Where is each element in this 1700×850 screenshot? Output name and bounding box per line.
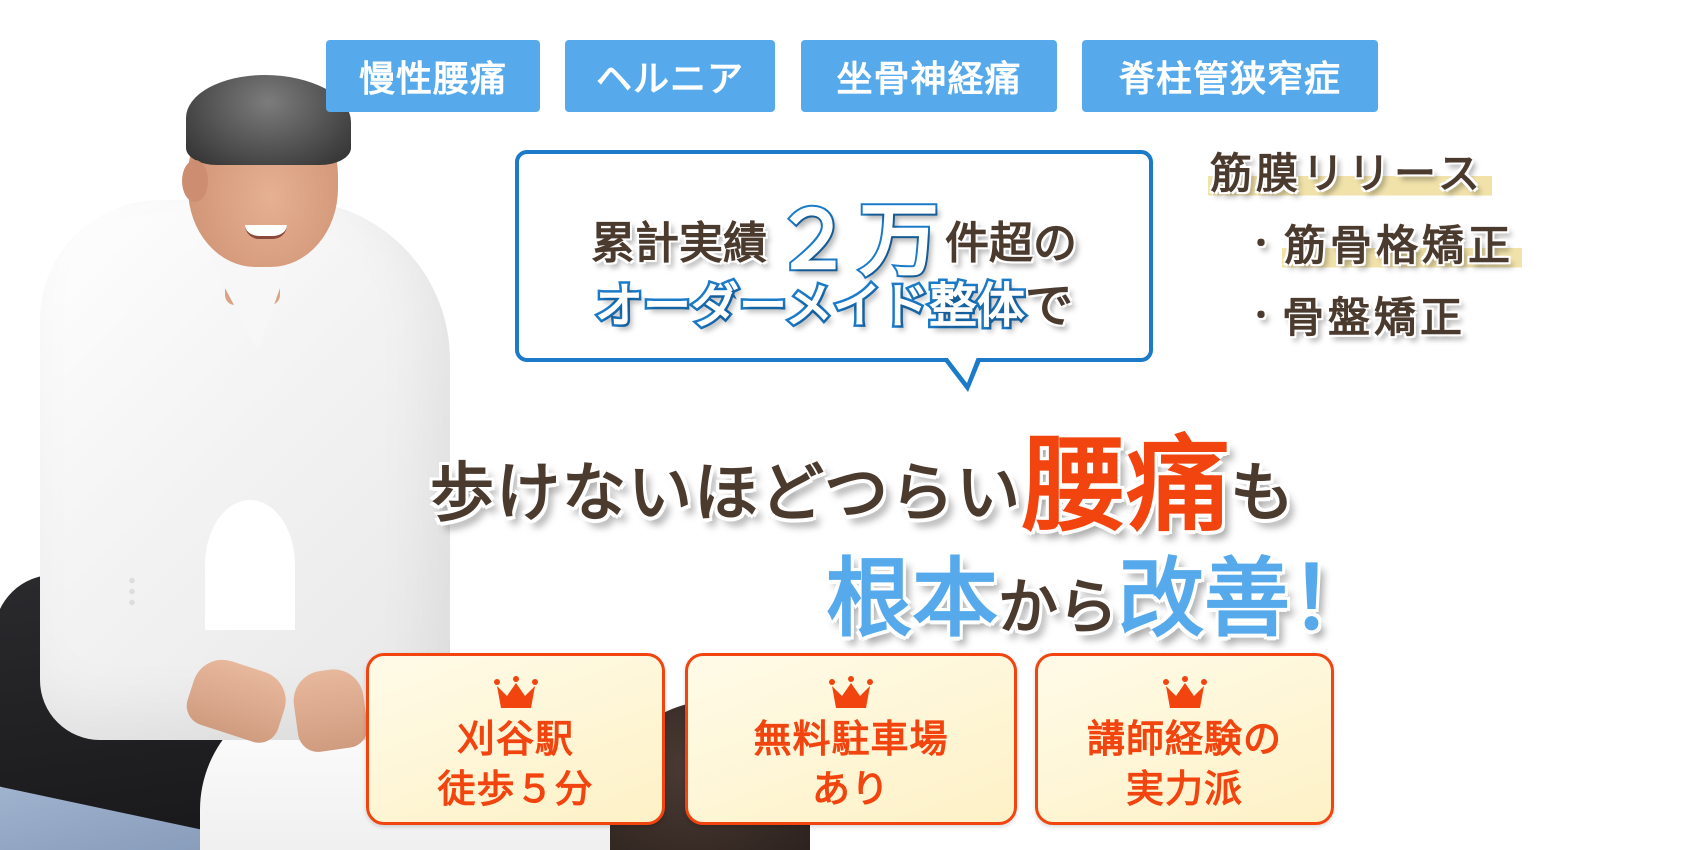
coat-buttons [128, 575, 136, 609]
method-label: 筋骨格矯正 [1282, 221, 1523, 270]
bubble-number: ２ [771, 192, 855, 289]
crown-icon [493, 676, 538, 708]
feature-card-instructor: 講師経験の 実力派 [1035, 653, 1334, 825]
practitioner-ear [182, 160, 208, 202]
tag-chronic-back-pain[interactable]: 慢性腰痛 [326, 40, 540, 112]
headline-suffix: も [1230, 457, 1297, 531]
feature-cards: 刈谷駅 徒歩５分 無料駐車場 あり 講師経験の 実力派 [0, 653, 1700, 825]
method-label: 骨盤矯正 [1282, 293, 1467, 342]
method-pelvic: ・骨盤矯正 [1208, 284, 1568, 356]
method-musculoskeletal: ・筋骨格矯正 [1208, 212, 1568, 284]
practitioner-smile [245, 225, 287, 239]
feature-line-1: 刈谷駅 [456, 717, 574, 761]
tag-hernia[interactable]: ヘルニア [565, 40, 775, 112]
method-label: 筋膜リリース [1208, 149, 1492, 198]
bubble-prefix: 累計実績 [591, 218, 767, 269]
tag-sciatica[interactable]: 坐骨神経痛 [801, 40, 1057, 112]
bubble-line-1: 累計実績２万件超の [519, 176, 1149, 292]
feature-card-parking: 無料駐車場 あり [685, 653, 1017, 825]
feature-line-1: 講師経験の [1086, 717, 1282, 761]
achievement-bubble: 累計実績２万件超の オーダーメイド整体で [515, 150, 1153, 362]
bubble-highlight: オーダーメイド整体 [592, 276, 1027, 337]
feature-line-2: 徒歩５分 [437, 767, 594, 811]
headline-improve: 改善！ [1118, 549, 1376, 649]
bubble-line-2: オーダーメイド整体で [519, 266, 1149, 337]
feature-line-2: あり [811, 767, 890, 811]
headline-highlight: 腰痛 [1022, 424, 1231, 546]
method-fascia-release: 筋膜リリース [1208, 140, 1568, 212]
method-list: 筋膜リリース ・筋骨格矯正 ・骨盤矯正 [1208, 140, 1568, 356]
crown-icon [829, 676, 873, 708]
bubble-line2-suffix: で [1025, 278, 1074, 334]
main-headline: 歩けないほどつらい腰痛も 根本から改善！ [430, 400, 1390, 649]
feature-line-2: 実力派 [1125, 767, 1243, 811]
headline-from: から [998, 573, 1118, 643]
bullet-icon: ・ [1246, 299, 1280, 334]
condition-tags: 慢性腰痛 ヘルニア 坐骨神経痛 脊柱管狭窄症 [0, 40, 1700, 112]
headline-prefix: 歩けないほどつらい [430, 457, 1023, 531]
feature-line-1: 無料駐車場 [753, 717, 949, 761]
practitioner-hair [186, 75, 351, 165]
bubble-tail-inner [947, 357, 977, 383]
tag-spinal-stenosis[interactable]: 脊柱管狭窄症 [1082, 40, 1378, 112]
bubble-suffix: 件超の [945, 218, 1077, 269]
bubble-unit: 万 [857, 192, 941, 289]
headline-line-2: 根本から改善！ [826, 528, 1376, 653]
headline-root: 根本 [826, 549, 998, 649]
feature-card-station: 刈谷駅 徒歩５分 [366, 653, 665, 825]
crown-icon [1162, 676, 1207, 708]
headline-line-1: 歩けないほどつらい腰痛も [430, 400, 1296, 551]
coat-gap [205, 500, 295, 630]
bullet-icon: ・ [1246, 227, 1280, 262]
